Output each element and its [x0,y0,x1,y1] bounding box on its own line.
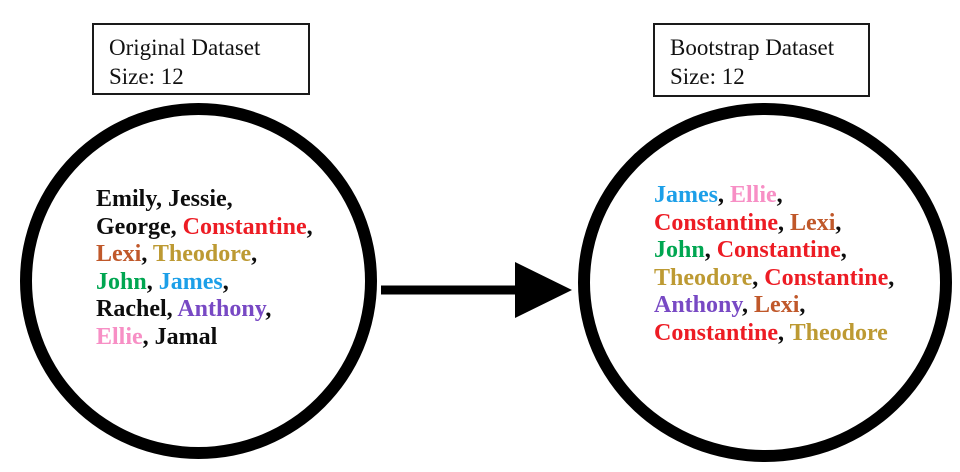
name-token: Theodore [654,264,753,291]
separator: , [146,268,159,295]
name-token: John [654,237,705,264]
separator: , [799,292,806,319]
name-token: Jamal [154,323,218,350]
name-line: Lexi, Theodore, [96,241,313,269]
name-token: Jessie [168,186,227,212]
name-token: Emily [96,186,157,212]
name-line: John, Constantine, [654,237,894,265]
bootstrap-dataset-size: Size: 12 [670,64,745,89]
separator: , [752,264,765,291]
separator: , [156,186,169,212]
name-line: Emily, Jessie, [96,186,313,214]
name-token: Constantine [716,237,841,264]
separator: , [835,209,842,236]
separator: , [888,264,895,291]
separator: , [840,237,847,264]
name-token: Ellie [96,323,143,350]
name-line: James, Ellie, [654,182,894,210]
name-token: George [96,213,171,240]
original-dataset-names: Emily, Jessie, George, Constantine, Lexi… [96,186,313,352]
name-token: John [96,268,147,295]
separator: , [142,323,155,350]
name-token: Theodore [789,319,888,346]
separator: , [265,296,272,323]
original-dataset-title: Original Dataset [109,35,261,60]
name-token: Lexi [96,241,142,268]
separator: , [226,186,233,212]
separator: , [704,237,717,264]
name-line: Ellie, Jamal [96,324,313,352]
original-dataset-size: Size: 12 [109,64,184,89]
separator: , [251,241,258,268]
separator: , [222,268,229,295]
separator: , [778,319,790,346]
separator: , [170,213,183,240]
name-token: Theodore [152,241,252,268]
separator: , [778,209,791,236]
original-dataset-label-box: Original Dataset Size: 12 [92,23,310,95]
name-token: Lexi [790,209,836,236]
bootstrap-dataset-names: James, Ellie, Constantine, Lexi, John, C… [654,182,894,348]
name-line: Anthony, Lexi, [654,292,894,320]
name-token: Anthony [654,292,743,319]
name-line: John, James, [96,269,313,297]
separator: , [306,213,313,240]
name-token: Constantine [654,319,779,346]
name-token: Ellie [729,182,777,208]
name-line: Constantine, Theodore [654,320,894,348]
name-token: Lexi [754,292,800,319]
name-token: Constantine [182,213,307,240]
name-line: Theodore, Constantine, [654,265,894,293]
name-token: James [654,182,718,208]
bootstrap-dataset-label-box: Bootstrap Dataset Size: 12 [653,23,870,97]
name-token: Rachel [96,296,167,323]
separator: , [776,182,783,208]
name-token: James [158,268,223,295]
separator: , [742,292,755,319]
separator: , [141,241,153,268]
name-line: George, Constantine, [96,214,313,242]
name-line: Constantine, Lexi, [654,210,894,238]
bootstrap-dataset-title: Bootstrap Dataset [670,35,835,60]
name-token: Constantine [764,264,889,291]
separator: , [717,182,730,208]
separator: , [166,296,178,323]
name-token: Anthony [177,296,266,323]
name-token: Constantine [654,209,779,236]
name-line: Rachel, Anthony, [96,296,313,324]
